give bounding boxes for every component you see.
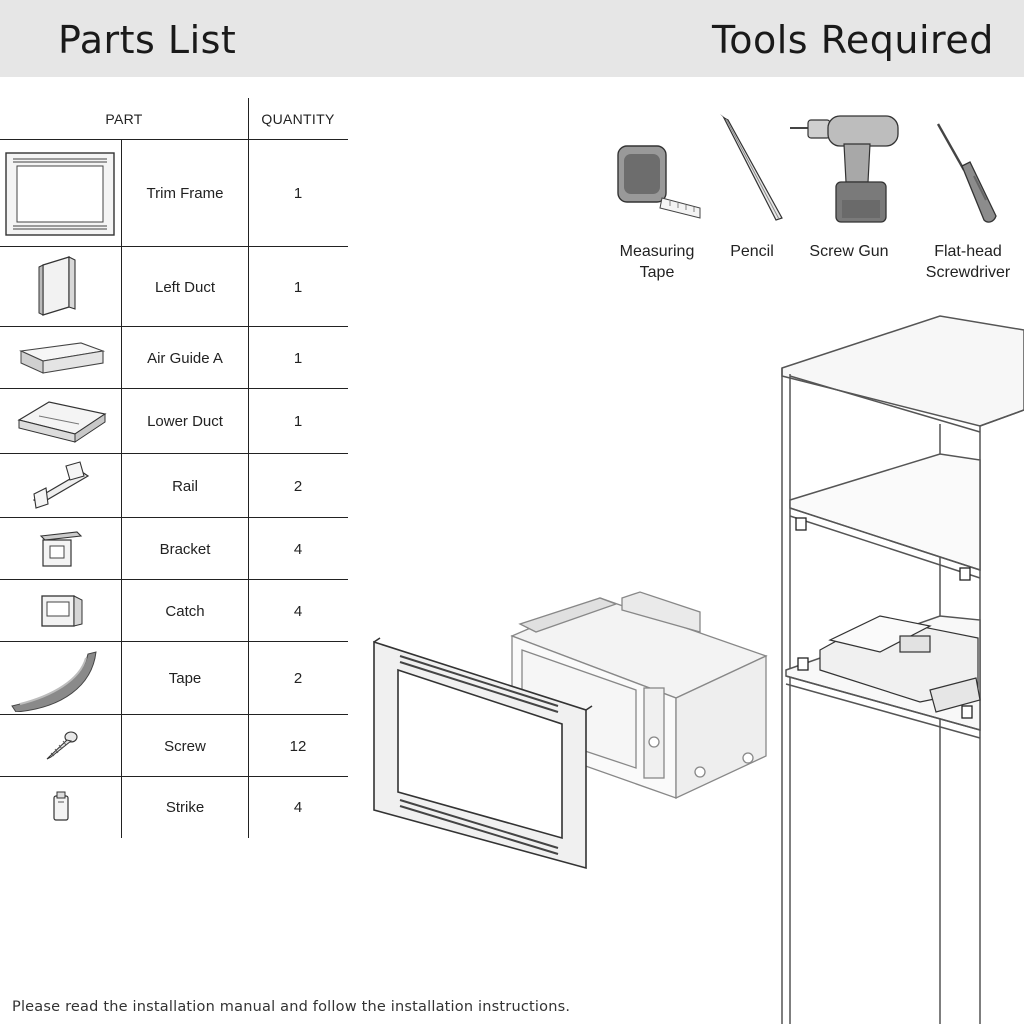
- catch-icon: [0, 580, 122, 642]
- table-divider-qty: [248, 98, 249, 838]
- column-header-part: PART: [105, 111, 143, 127]
- row-quantity: 4: [293, 602, 303, 620]
- bracket-icon: [0, 518, 122, 580]
- row-label: Trim Frame: [146, 185, 224, 202]
- rail-icon: [0, 454, 122, 518]
- row-label: Lower Duct: [147, 413, 223, 430]
- row-quantity: 4: [293, 540, 303, 558]
- table-divider-part: [121, 140, 122, 838]
- tool-label: Screw Gun: [809, 243, 889, 260]
- table-row: Lower Duct 1: [0, 389, 348, 454]
- column-header-quantity: QUANTITY: [261, 111, 335, 127]
- table-row: Air Guide A 1: [0, 327, 348, 389]
- installation-illustration-icon: [360, 310, 1024, 1024]
- row-label: Air Guide A: [147, 349, 223, 367]
- row-label: Strike: [165, 799, 205, 816]
- table-row: Trim Frame 1: [0, 140, 348, 247]
- table-row: Tape 2: [0, 642, 348, 715]
- row-label: Bracket: [159, 540, 211, 558]
- row-quantity: 12: [289, 737, 307, 755]
- measuring-tape-icon: [610, 138, 706, 224]
- table-row: Catch 4: [0, 580, 348, 642]
- left-duct-icon: [0, 247, 122, 327]
- table-row: Strike 4: [0, 777, 348, 838]
- row-label: Screw: [164, 737, 206, 755]
- footer-note: Please read the installation manual and …: [12, 999, 571, 1015]
- row-quantity: 1: [293, 413, 303, 430]
- tool-label: Pencil: [730, 243, 774, 260]
- row-quantity: 2: [293, 477, 303, 495]
- tool-label: Flat-head Screwdriver: [925, 243, 1011, 281]
- trim-frame-icon: [0, 140, 122, 247]
- parts-list-title: Parts List: [58, 18, 237, 62]
- strike-icon: [0, 777, 122, 838]
- table-row: Screw 12: [0, 715, 348, 777]
- row-quantity: 1: [293, 349, 303, 367]
- screwdriver-icon: [930, 120, 1000, 226]
- table-header-line: [0, 139, 348, 140]
- table-row: Left Duct 1: [0, 247, 348, 327]
- pencil-icon: [718, 114, 788, 226]
- row-quantity: 2: [293, 670, 303, 687]
- screw-gun-icon: [788, 110, 902, 226]
- screw-icon: [0, 715, 122, 777]
- air-guide-icon: [0, 327, 122, 389]
- row-quantity: 4: [293, 799, 303, 816]
- row-quantity: 1: [293, 185, 303, 202]
- row-quantity: 1: [293, 278, 303, 296]
- header-bar: Parts List Tools Required: [0, 0, 1024, 77]
- lower-duct-icon: [0, 389, 122, 454]
- table-row: Bracket 4: [0, 518, 348, 580]
- tape-icon: [0, 642, 122, 715]
- table-row: Rail 2: [0, 454, 348, 518]
- row-label: Catch: [165, 602, 205, 620]
- row-label: Tape: [168, 670, 202, 687]
- row-label: Left Duct: [154, 278, 216, 296]
- tools-required-title: Tools Required: [712, 18, 994, 62]
- row-label: Rail: [172, 477, 198, 495]
- tool-label: Measuring Tape: [619, 243, 695, 281]
